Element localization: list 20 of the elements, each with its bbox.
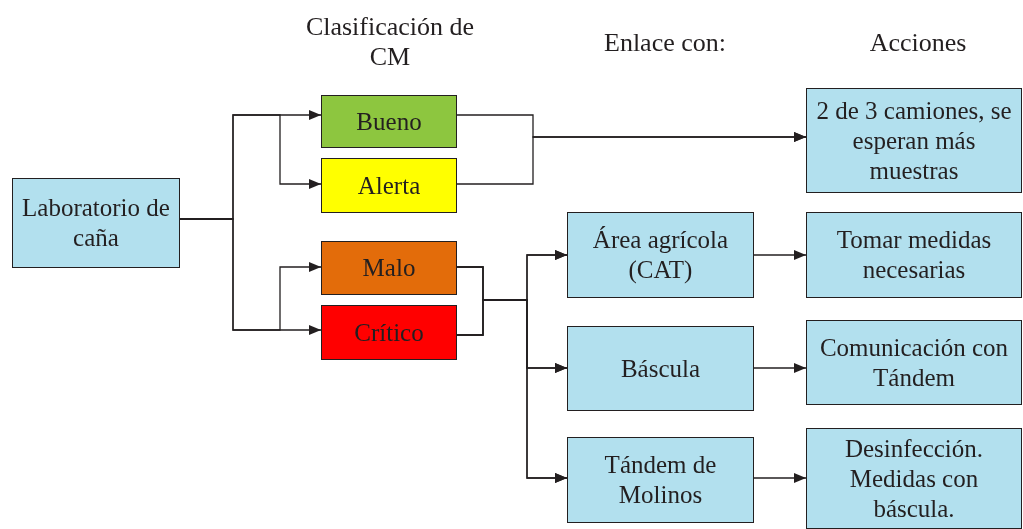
process-box: Crítico <box>321 305 457 360</box>
process-box: Comunicación con Tándem <box>806 320 1022 405</box>
process-box: Tomar medidas necesarias <box>806 212 1022 298</box>
column-heading: Acciones <box>868 28 968 58</box>
process-box: Laboratorio de caña <box>12 178 180 268</box>
process-box: Tándem de Molinos <box>567 437 754 523</box>
connector-arrow <box>456 299 568 483</box>
process-box: Malo <box>321 241 457 295</box>
process-box: Desinfección. Medidas con báscula. <box>806 428 1022 529</box>
connector-arrow <box>753 473 807 483</box>
connector-arrow <box>456 132 807 185</box>
column-heading: Clasificación de CM <box>304 12 476 72</box>
process-box: 2 de 3 camiones, se esperan más muestras <box>806 88 1022 193</box>
process-box: Bueno <box>321 95 457 148</box>
process-box: Alerta <box>321 158 457 213</box>
process-box: Báscula <box>567 326 754 411</box>
column-heading: Enlace con: <box>603 28 727 58</box>
connector-arrow <box>753 250 807 260</box>
process-box: Área agrícola (CAT) <box>567 212 754 298</box>
connector-arrow <box>753 363 807 373</box>
